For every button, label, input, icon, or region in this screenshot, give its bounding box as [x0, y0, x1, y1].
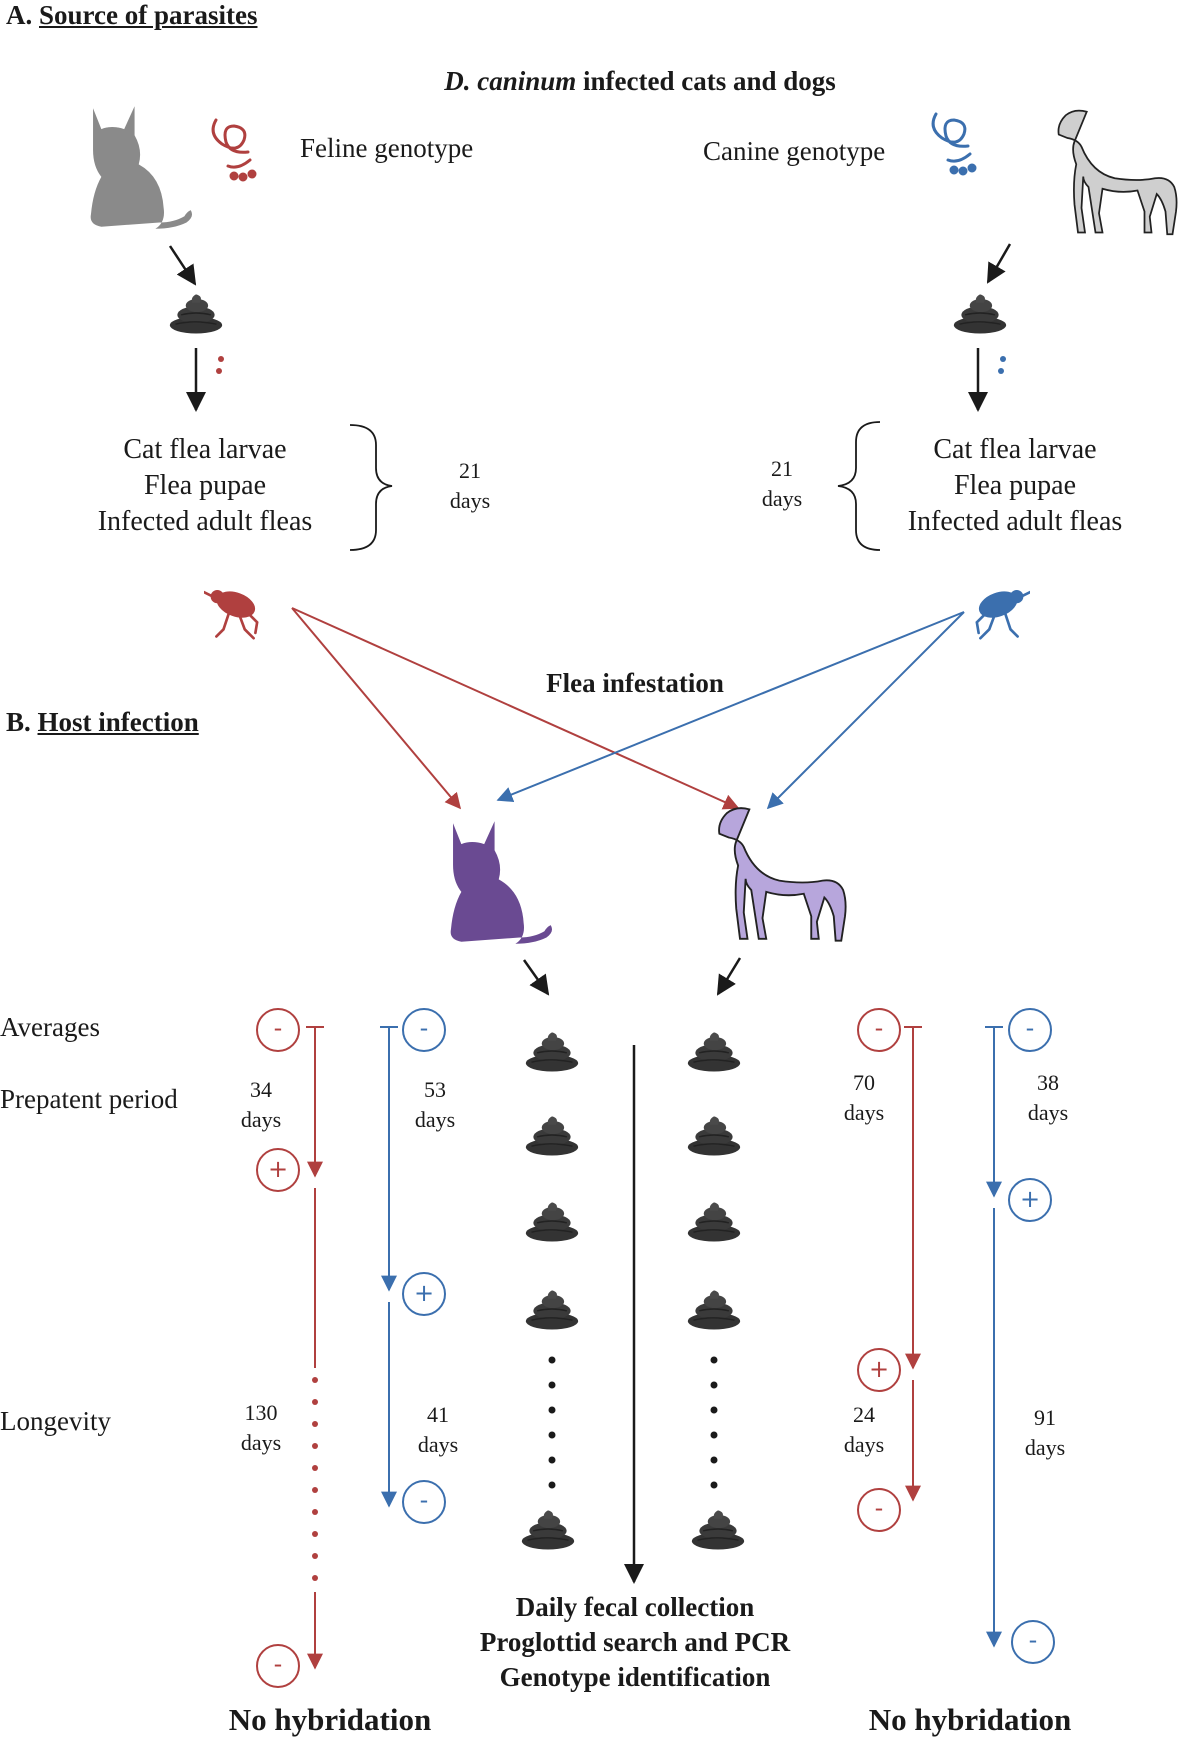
cat-feline-longevity: 130 days: [226, 1398, 296, 1458]
unit: days: [414, 1107, 456, 1132]
negative-sign-icon: -: [1028, 1626, 1038, 1654]
cat-canine-longevity: 41 days: [403, 1400, 473, 1460]
infected-cat-icon: [450, 821, 553, 944]
positive-sign-icon: +: [267, 1155, 289, 1183]
value: 38: [1037, 1070, 1059, 1095]
section-a-heading: A. Source of parasites: [6, 0, 257, 31]
unit: days: [1024, 1435, 1066, 1460]
section-b-title: Host infection: [37, 707, 199, 737]
feline-worm-icon: [211, 118, 257, 182]
days-value: 21: [771, 456, 793, 481]
section-b-letter: B.: [6, 707, 31, 737]
days-unit: days: [449, 488, 491, 513]
canine-genotype-label: Canine genotype: [703, 136, 886, 166]
days-left: 21 days: [430, 456, 510, 516]
infected-dog-icon: [718, 807, 847, 942]
stage-adult: Infected adult fleas: [97, 506, 313, 537]
prepatent-label: Prepatent period: [0, 1084, 178, 1114]
procedure-text: Daily fecal collection Proglottid search…: [420, 1590, 850, 1695]
negative-sign-icon: -: [874, 1014, 884, 1042]
value: 24: [853, 1402, 875, 1427]
timeline-dog-feline: [904, 1026, 922, 1502]
procedure-step-3: Genotype identification: [499, 1662, 771, 1692]
canine-worm-icon: [931, 112, 977, 176]
days-value: 21: [459, 458, 481, 483]
section-a-letter: A.: [6, 0, 33, 30]
no-hybridation-right: No hybridation: [868, 1702, 1072, 1737]
procedure-step-2: Proglottid search and PCR: [479, 1627, 791, 1657]
diagram-title: D. caninum infected cats and dogs: [300, 66, 980, 97]
stage-pupae: Flea pupae: [143, 470, 267, 501]
negative-sign-icon: -: [273, 1014, 283, 1042]
positive-sign-icon: +: [868, 1355, 890, 1383]
timeline-cat-feline: [306, 1026, 324, 1670]
source-cat-icon: [90, 106, 193, 229]
dog-canine-longevity: 91 days: [1010, 1403, 1080, 1463]
unit: days: [240, 1430, 282, 1455]
stage-larvae: Cat flea larvae: [933, 434, 1097, 465]
days-right: 21 days: [742, 454, 822, 514]
stages-right: Cat flea larvae Flea pupae Infected adul…: [880, 432, 1150, 540]
section-a-title: Source of parasites: [39, 0, 258, 30]
positive-sign-icon: +: [413, 1279, 435, 1307]
title-rest: infected cats and dogs: [576, 66, 836, 96]
unit: days: [843, 1432, 885, 1457]
timeline-dog-canine: [985, 1026, 1003, 1648]
value: 70: [853, 1070, 875, 1095]
longevity-label: Longevity: [0, 1406, 111, 1436]
value: 41: [427, 1402, 449, 1427]
stages-left: Cat flea larvae Flea pupae Infected adul…: [70, 432, 340, 540]
unit: days: [1027, 1100, 1069, 1125]
canine-flea-icon: [974, 585, 1030, 640]
dog-canine-prepatent: 38 days: [1013, 1068, 1083, 1128]
unit: days: [417, 1432, 459, 1457]
species-name: D. caninum: [444, 66, 577, 96]
averages-label: Averages: [0, 1012, 100, 1042]
right-brace: [837, 421, 881, 551]
source-dog-icon: [1057, 109, 1178, 236]
section-b-heading: B. Host infection: [6, 707, 199, 738]
dog-feline-longevity: 24 days: [829, 1400, 899, 1460]
stage-adult: Infected adult fleas: [907, 506, 1123, 537]
value: 91: [1034, 1405, 1056, 1430]
negative-sign-icon: -: [419, 1486, 429, 1514]
feline-flea-icon: [204, 585, 260, 640]
dog-feline-prepatent: 70 days: [829, 1068, 899, 1128]
value: 34: [250, 1077, 272, 1102]
feces-icon: [953, 293, 1007, 334]
feline-genotype-label: Feline genotype: [300, 133, 474, 163]
days-unit: days: [761, 486, 803, 511]
feces-icon: [169, 293, 223, 334]
left-brace: [349, 424, 393, 551]
cat-canine-prepatent: 53 days: [400, 1075, 470, 1135]
unit: days: [240, 1107, 282, 1132]
procedure-step-1: Daily fecal collection: [515, 1592, 755, 1622]
stage-larvae: Cat flea larvae: [123, 434, 287, 465]
no-hybridation-left: No hybridation: [228, 1702, 432, 1737]
value: 53: [424, 1077, 446, 1102]
stage-pupae: Flea pupae: [953, 470, 1077, 501]
cat-feline-prepatent: 34 days: [226, 1075, 296, 1135]
negative-sign-icon: -: [874, 1494, 884, 1522]
flea-infestation-label: Flea infestation: [546, 668, 724, 698]
negative-sign-icon: -: [1025, 1014, 1035, 1042]
timeline-cat-canine: [380, 1026, 398, 1508]
negative-sign-icon: -: [273, 1650, 283, 1678]
unit: days: [843, 1100, 885, 1125]
value: 130: [244, 1400, 278, 1425]
negative-sign-icon: -: [419, 1014, 429, 1042]
positive-sign-icon: +: [1019, 1185, 1041, 1213]
